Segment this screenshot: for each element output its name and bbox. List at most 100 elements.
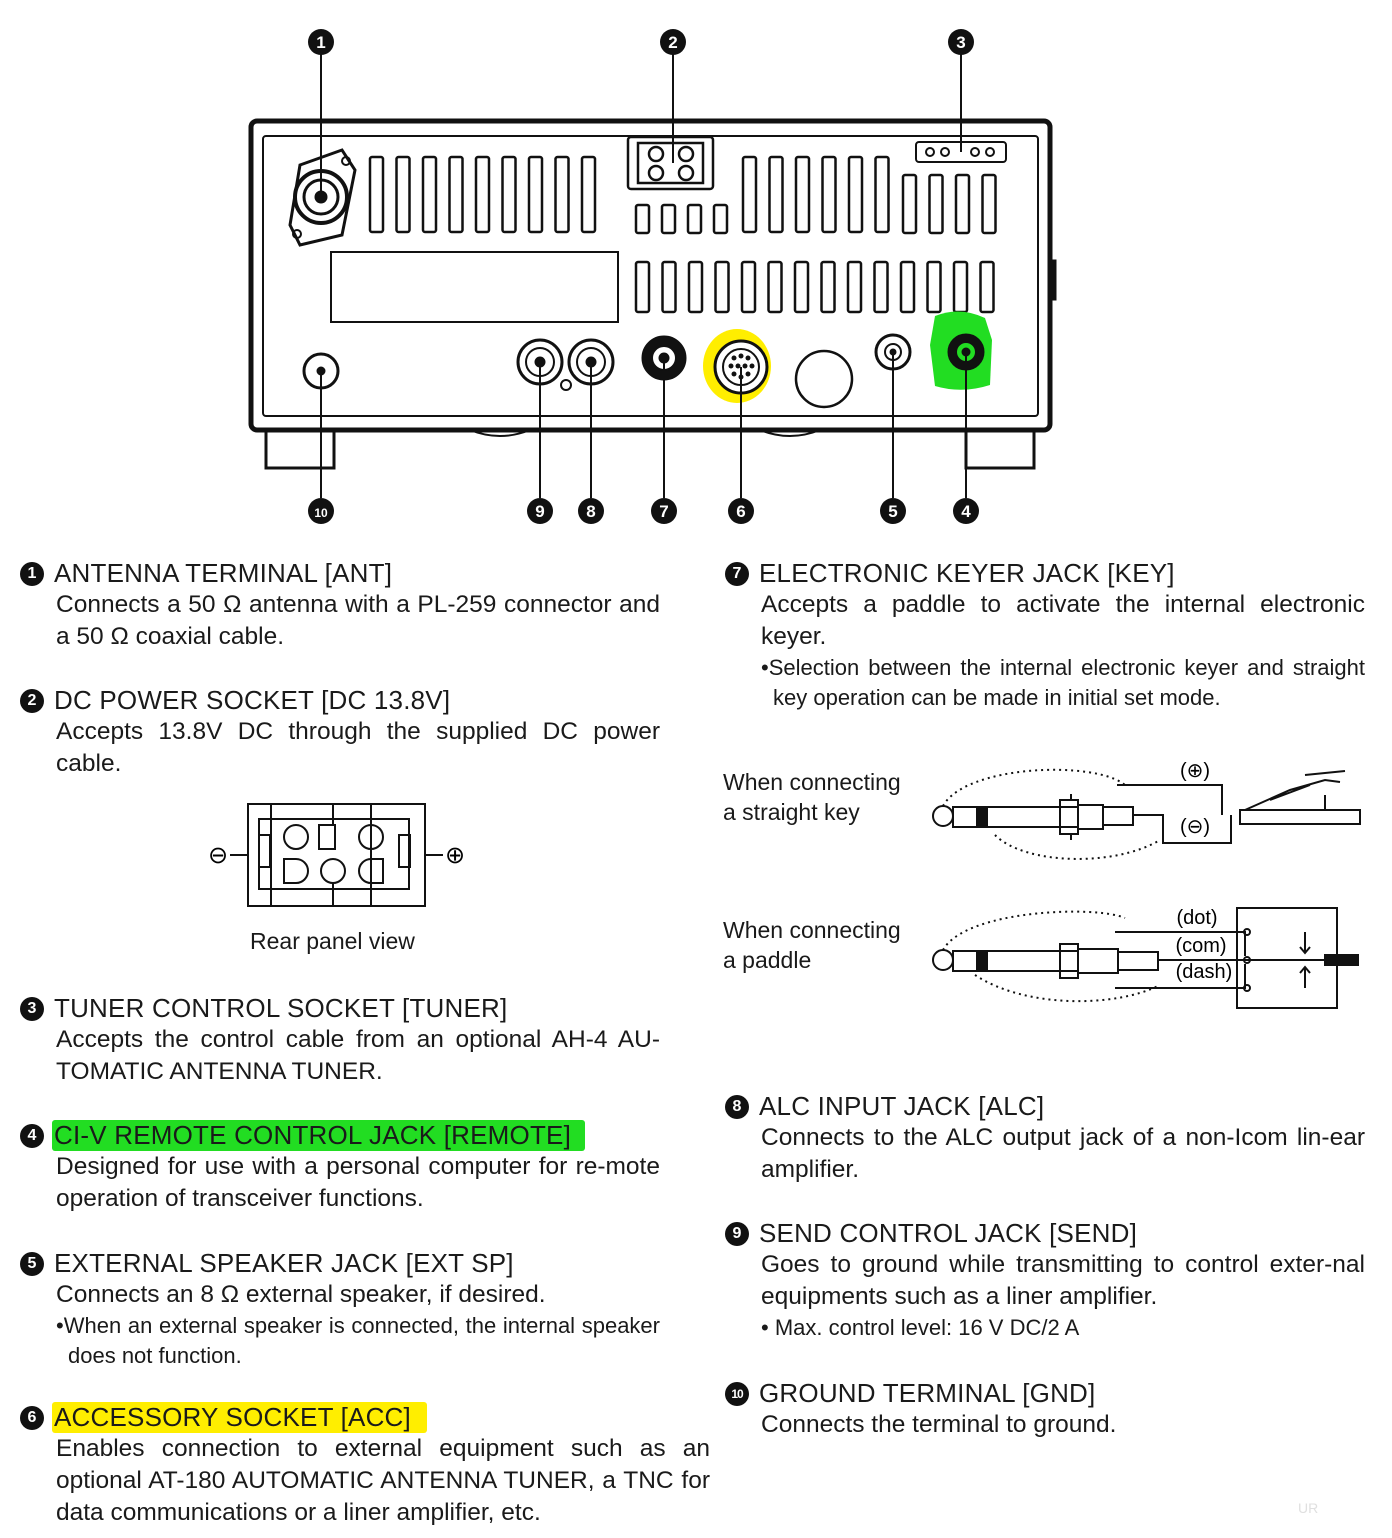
callout-9-label: 9 bbox=[535, 502, 544, 521]
vent-slot bbox=[793, 260, 810, 314]
vent-slot bbox=[634, 260, 651, 314]
item-body: Connects a 50 Ω antenna with a PL-259 co… bbox=[56, 591, 660, 650]
number-4-icon: 4 bbox=[20, 1123, 44, 1148]
item-ext-sp: 5 EXTERNAL SPEAKER JACK [EXT SP] Connects… bbox=[20, 1248, 660, 1371]
number-2-icon: 2 bbox=[20, 688, 44, 713]
straight-minus-label: (⊖) bbox=[1180, 816, 1210, 838]
vent-slot bbox=[368, 155, 385, 234]
callout-6-marker bbox=[728, 498, 754, 524]
item-bullet: •When an external speaker is connected, … bbox=[56, 1313, 660, 1368]
vent-slot bbox=[873, 260, 889, 314]
item-bullet: • Max. control level: 16 V DC/2 A bbox=[761, 1315, 1080, 1340]
vent-slot bbox=[474, 155, 491, 234]
callout-4-label: 4 bbox=[961, 502, 971, 521]
vent-slot bbox=[661, 260, 677, 314]
vent-slots bbox=[368, 155, 997, 314]
item-body: Accepts the control cable from an option… bbox=[56, 1026, 660, 1085]
paddle-com-label: (com) bbox=[1175, 935, 1226, 957]
callout-5-marker bbox=[880, 498, 906, 524]
callout-6-label: 6 bbox=[736, 502, 745, 521]
item-title: GROUND TERMINAL [GND] bbox=[759, 1378, 1096, 1408]
callout-8-label: 8 bbox=[586, 502, 595, 521]
vent-slot bbox=[926, 260, 942, 314]
vent-slot bbox=[768, 155, 784, 234]
paddle-dot-label: (dot) bbox=[1176, 907, 1217, 929]
vent-slot bbox=[981, 173, 997, 235]
paddle-label-1: When connecting bbox=[723, 917, 901, 943]
vent-slot bbox=[821, 155, 837, 234]
item-bullet: •Selection between the internal electron… bbox=[761, 655, 1365, 710]
callout-10-marker bbox=[308, 498, 334, 524]
item-title: TUNER CONTROL SOCKET [TUNER] bbox=[54, 993, 508, 1023]
item-title: EXTERNAL SPEAKER JACK [EXT SP] bbox=[54, 1248, 514, 1278]
item-title: ANTENNA TERMINAL [ANT] bbox=[54, 558, 393, 588]
item-body: Accepts a paddle to activate the interna… bbox=[761, 591, 1365, 650]
vent-slot bbox=[846, 260, 863, 314]
vent-slot bbox=[712, 203, 729, 235]
straight-key-label-1: When connecting bbox=[723, 769, 901, 795]
item-title: ALC INPUT JACK [ALC] bbox=[759, 1091, 1045, 1121]
item-body: Accepts 13.8V DC through the supplied DC… bbox=[56, 718, 660, 777]
item-send: 9 SEND CONTROL JACK [SEND] Goes to ground… bbox=[725, 1218, 1365, 1343]
blank-plug bbox=[794, 349, 854, 409]
item-body: Connects the terminal to ground. bbox=[761, 1411, 1117, 1438]
item-title: ACCESSORY SOCKET [ACC] bbox=[52, 1402, 427, 1433]
item-body: Enables connection to external equipment… bbox=[56, 1435, 710, 1526]
number-1-icon: 1 bbox=[20, 561, 44, 586]
label-plate bbox=[330, 251, 619, 323]
straight-key-label-2: a straight key bbox=[723, 799, 860, 825]
vent-slot bbox=[501, 155, 517, 234]
vent-slot bbox=[554, 155, 570, 234]
callout-1-marker bbox=[308, 29, 334, 55]
vent-slot bbox=[634, 203, 651, 235]
callout-3-marker bbox=[948, 29, 974, 55]
callout-lines bbox=[320, 54, 967, 498]
dc-socket-diagram: ⊖ ⊕ bbox=[208, 803, 465, 907]
vent-slot bbox=[686, 203, 703, 235]
vent-slot bbox=[979, 260, 995, 314]
item-title: CI-V REMOTE CONTROL JACK [REMOTE] bbox=[52, 1120, 586, 1151]
item-key: 7 ELECTRONIC KEYER JACK [KEY] Accepts a p… bbox=[725, 558, 1365, 713]
vent-slot bbox=[874, 155, 890, 234]
dc-minus-label: ⊖ bbox=[208, 842, 228, 869]
vent-slot bbox=[714, 260, 730, 314]
item-title: ELECTRONIC KEYER JACK [KEY] bbox=[759, 558, 1175, 588]
watermark: UR bbox=[1298, 1500, 1319, 1516]
vent-slot bbox=[448, 155, 464, 234]
antenna-connector bbox=[288, 148, 357, 247]
number-7-icon: 7 bbox=[725, 561, 749, 586]
paddle-label-2: a paddle bbox=[723, 947, 812, 973]
straight-plus-label: (⊕) bbox=[1180, 760, 1210, 782]
number-9-icon: 9 bbox=[725, 1221, 749, 1246]
callout-9-marker bbox=[527, 498, 553, 524]
vent-slot bbox=[820, 260, 836, 314]
item-title: SEND CONTROL JACK [SEND] bbox=[759, 1218, 1138, 1248]
callout-2-marker bbox=[660, 29, 686, 55]
dc-power-socket-shape bbox=[626, 135, 715, 191]
vent-slot bbox=[928, 173, 944, 235]
callout-10-label: 10 bbox=[314, 506, 328, 520]
item-body: Designed for use with a personal compute… bbox=[56, 1153, 660, 1212]
vent-slot bbox=[421, 155, 438, 234]
number-6-icon: 6 bbox=[20, 1405, 44, 1430]
vent-slot bbox=[794, 155, 811, 234]
vent-slot bbox=[767, 260, 783, 314]
callout-4-marker bbox=[953, 498, 979, 524]
vent-slot bbox=[847, 155, 864, 234]
vent-slot bbox=[899, 260, 916, 314]
vent-slot bbox=[740, 260, 757, 314]
vent-slot bbox=[580, 155, 597, 234]
item-body: Goes to ground while transmitting to con… bbox=[761, 1251, 1365, 1310]
straight-key-diagram: (⊕) (⊖) bbox=[932, 760, 1361, 860]
vent-slot bbox=[952, 260, 969, 314]
vent-slot bbox=[687, 260, 704, 314]
number-5-icon: 5 bbox=[20, 1251, 44, 1276]
vent-slot bbox=[527, 155, 544, 234]
item-body: Connects an 8 Ω external speaker, if des… bbox=[56, 1281, 546, 1308]
callout-5-label: 5 bbox=[888, 502, 897, 521]
item-antenna: 1 ANTENNA TERMINAL [ANT] Connects a 50 Ω … bbox=[20, 558, 660, 653]
